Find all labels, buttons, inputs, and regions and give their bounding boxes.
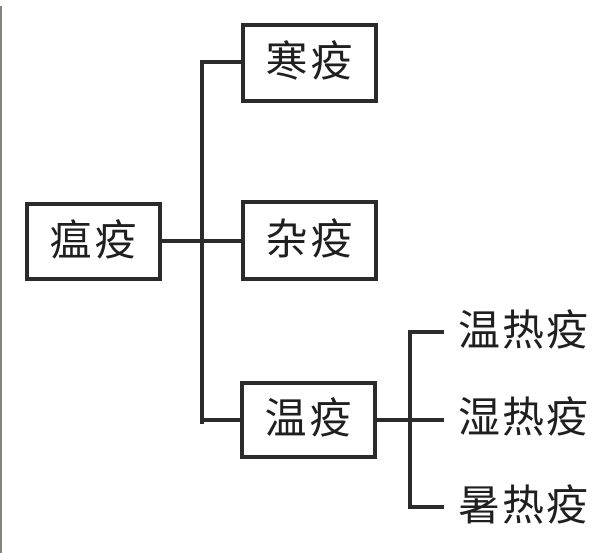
node-box-hanyi: 寒疫: [241, 23, 378, 103]
connector-spine2-to-shureyi: [408, 505, 444, 509]
connector-spine2-to-shireyi: [408, 418, 444, 422]
connector-spine-to-wenyi: [200, 418, 241, 422]
connector-wenyi-to-spine2: [377, 418, 412, 422]
node-label-wenyi: 温疫: [264, 397, 355, 443]
connector-spine-to-hanyi: [200, 60, 241, 64]
node-box-root: 瘟疫: [25, 202, 162, 281]
node-box-wenyi: 温疫: [240, 381, 377, 459]
node-label-hanyi: 寒疫: [265, 40, 356, 86]
connector-spine2-to-wenreyi: [408, 330, 444, 334]
node-box-zayi: 杂疫: [241, 200, 378, 281]
leaf-label-shureyi: 暑热疫: [458, 484, 591, 530]
leaf-label-wenreyi: 温热疫: [458, 309, 591, 355]
connector-spine-primary: [200, 60, 204, 424]
node-label-zayi: 杂疫: [265, 217, 356, 264]
leaf-label-shireyi: 湿热疫: [458, 396, 591, 442]
node-label-root: 瘟疫: [49, 218, 140, 265]
page-edge-artifact: [0, 6, 2, 553]
